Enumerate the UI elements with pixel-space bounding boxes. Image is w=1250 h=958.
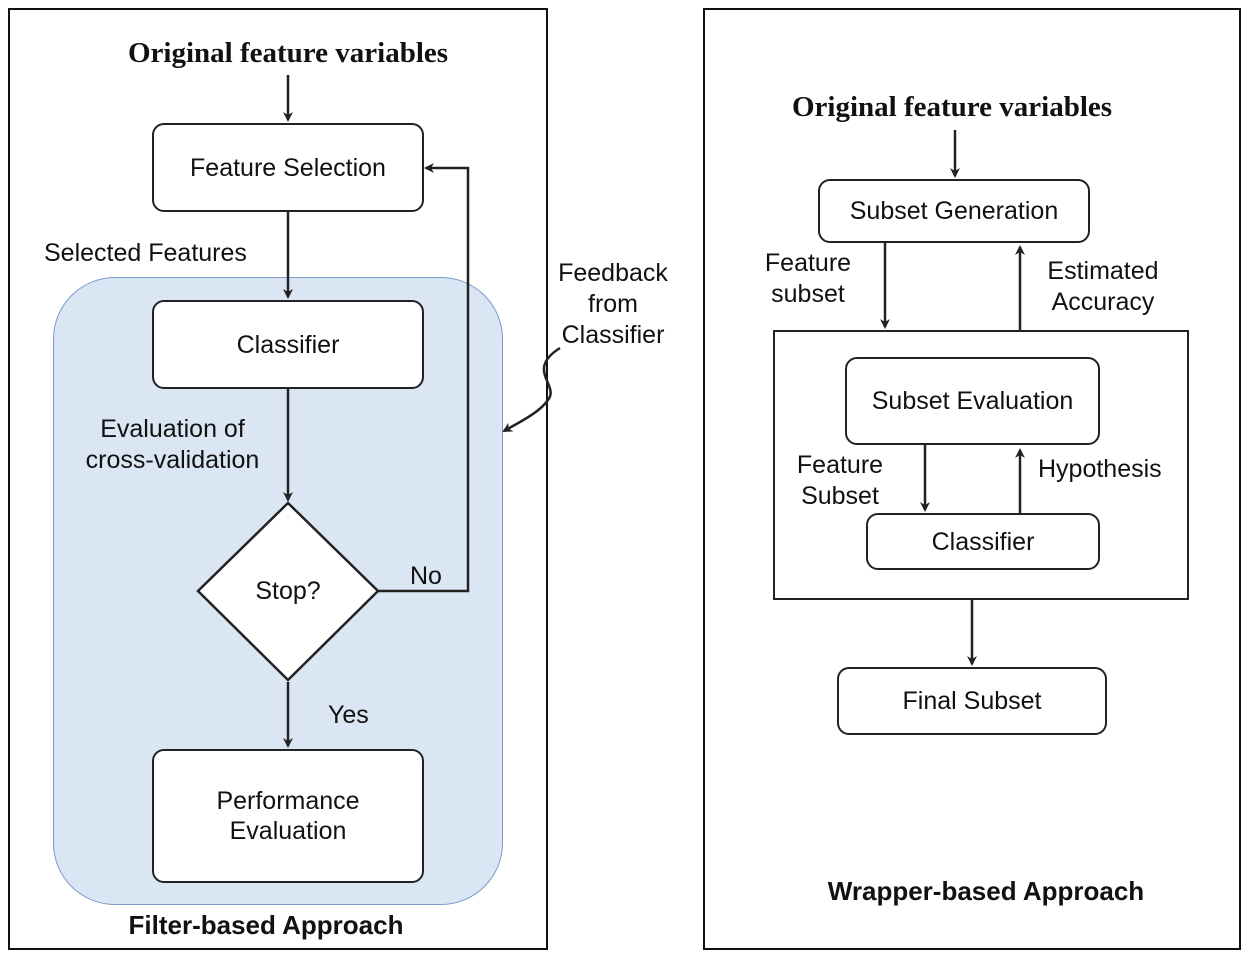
final-subset-node: Final Subset (837, 667, 1107, 735)
feature-selection-node: Feature Selection (152, 123, 424, 212)
stop-diamond-label: Stop? (255, 577, 321, 605)
estimated-accuracy-label: Estimated Accuracy (1047, 257, 1159, 316)
filter-title: Original feature variables (128, 37, 449, 69)
arrow-no-feedback-loop (378, 163, 470, 593)
stop-diamond (196, 501, 380, 682)
wrapper-panel (703, 8, 1241, 950)
feature-subset-inner-label: Feature Subset (796, 451, 884, 510)
feedback-label: Feedback from Classifier (558, 259, 668, 349)
selected-features-label: Selected Features (44, 239, 247, 267)
subset-generation-node: Subset Generation (818, 179, 1090, 243)
wrapper-title: Original feature variables (792, 91, 1113, 123)
evaluation-container (773, 330, 1189, 600)
performance-evaluation-node: Performance Evaluation (152, 749, 424, 883)
wrapper-classifier-node: Classifier (866, 513, 1100, 570)
subset-evaluation-node: Subset Evaluation (845, 357, 1100, 445)
no-label: No (410, 562, 442, 590)
yes-label: Yes (328, 701, 369, 729)
filter-caption: Filter-based Approach (128, 910, 404, 940)
classifier-node: Classifier (152, 300, 424, 389)
feature-subset-top-label: Feature subset (764, 249, 852, 308)
wrapper-caption: Wrapper-based Approach (827, 876, 1145, 906)
hypothesis-label: Hypothesis (1038, 455, 1162, 483)
feedback-squiggle-arrow (502, 346, 561, 433)
evaluation-label: Evaluation of cross-validation (85, 415, 260, 474)
